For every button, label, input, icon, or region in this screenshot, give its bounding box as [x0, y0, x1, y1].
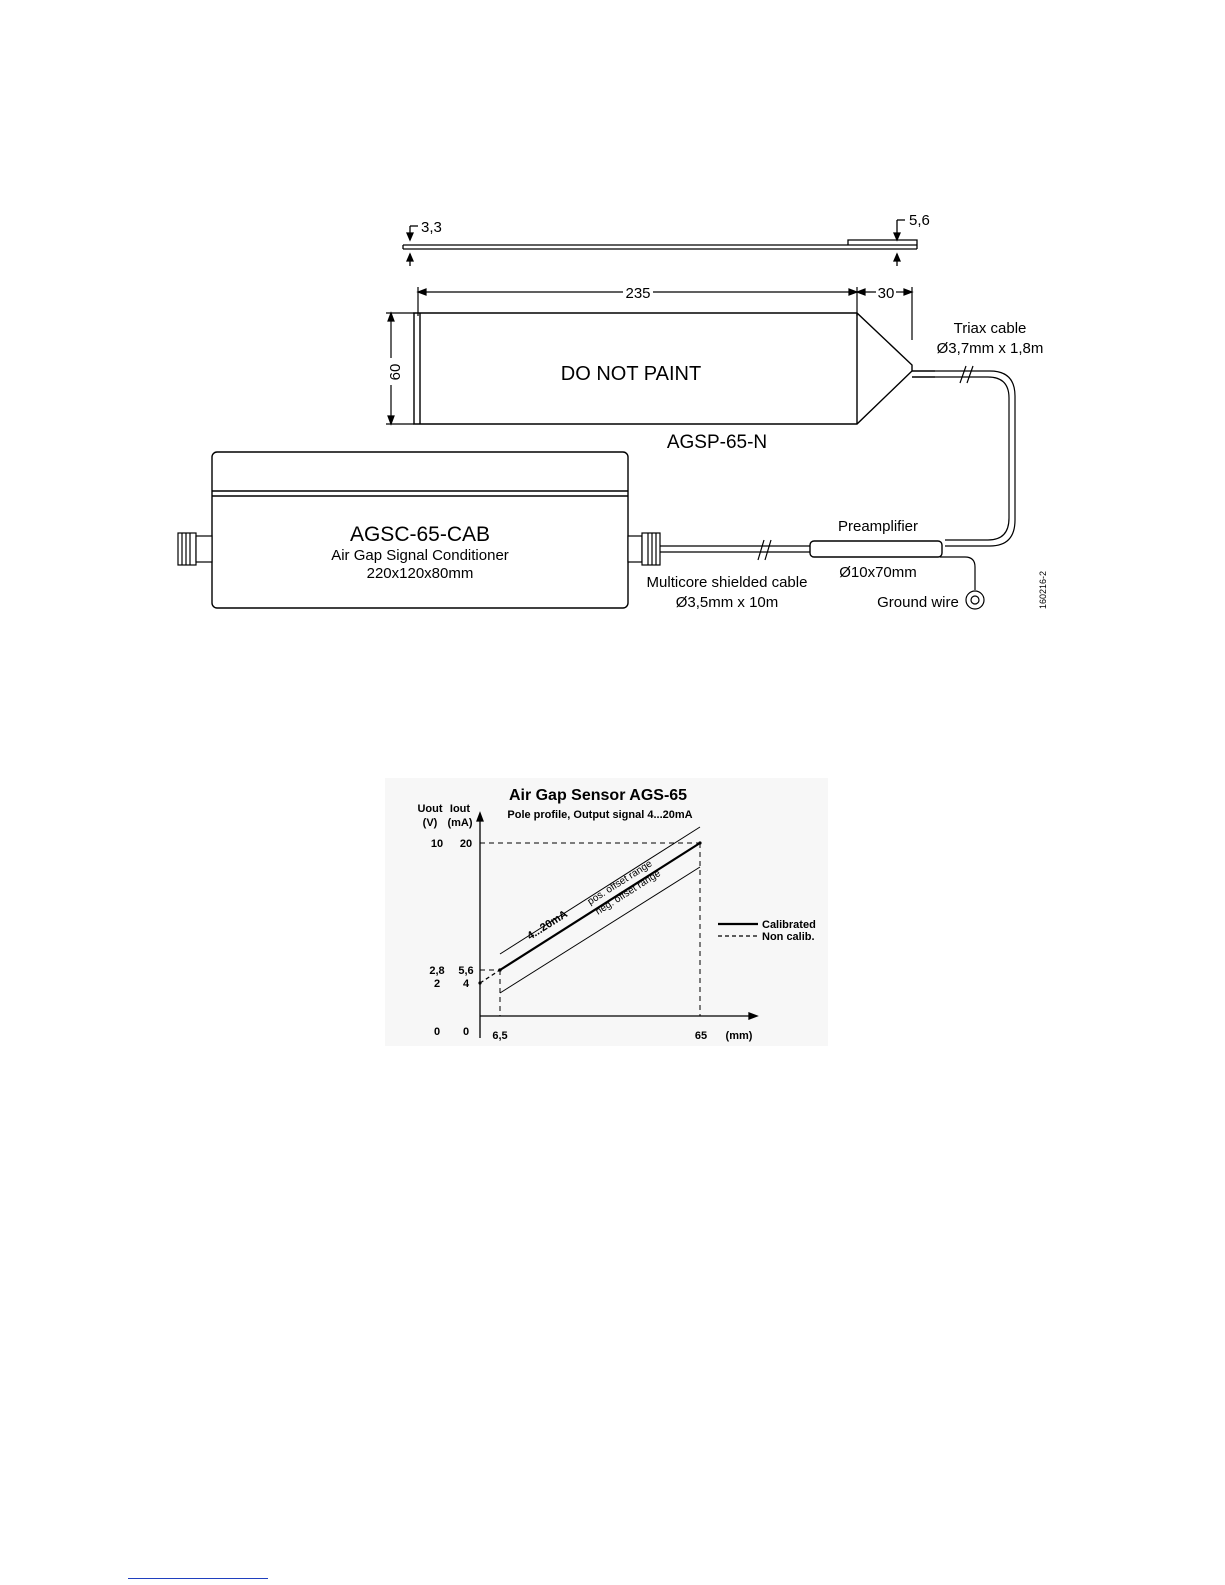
preamplifier [809, 540, 943, 558]
dim-length: 235 [625, 285, 650, 302]
triax-cable [935, 365, 1016, 547]
right-cable-gland [627, 532, 661, 566]
chart-subtitle: Pole profile, Output signal 4...20mA [507, 809, 692, 821]
calibrated-line [499, 842, 701, 971]
dim-thickness-right: 5,6 [909, 212, 930, 229]
legend-non-calib: Non calib. [762, 931, 815, 943]
non-calibrated-line [479, 969, 501, 984]
chart-container: Air Gap Sensor AGS-65 Pole profile, Outp… [385, 778, 828, 1046]
calibrated-point [698, 841, 702, 845]
x-axis [480, 1012, 759, 1020]
y-tick-v-label: 2,8 [429, 965, 444, 977]
drawing-id: 160216-2 [1038, 571, 1048, 609]
pos-offset-line [499, 826, 701, 955]
length-dimension-lines [386, 287, 914, 426]
legend-calibrated: Calibrated [762, 919, 816, 931]
conditioner-model: AGSC-65-CAB [350, 523, 490, 546]
y-axis-v-unit: (V) [423, 817, 438, 829]
chart-background [385, 778, 828, 1046]
footer-rule [128, 1578, 268, 1579]
left-cable-gland [177, 532, 213, 566]
plate-model: AGSP-65-N [667, 432, 767, 453]
y-tick-i-label: 0 [463, 1026, 469, 1038]
non-calibrated-point [498, 968, 502, 972]
non-calibrated-point [478, 981, 482, 985]
y-tick-i-label: 4 [463, 978, 470, 990]
triax-label: Triax cable [954, 320, 1027, 337]
triax-spec: Ø3,7mm x 1,8m [937, 340, 1044, 357]
multicore-label: Multicore shielded cable [647, 574, 808, 591]
dim-thickness-left: 3,3 [421, 219, 442, 236]
multicore-cable [660, 539, 810, 561]
y-axis-i-title: Iout [450, 803, 470, 815]
x-tick-label: 65 [695, 1030, 707, 1042]
conditioner-size: 220x120x80mm [367, 565, 474, 582]
chart-legend: Calibrated Non calib. [718, 919, 816, 943]
chart-series [478, 841, 702, 985]
ground-wire [940, 556, 985, 610]
x-tick-label: 6,5 [492, 1030, 507, 1042]
y-axis [476, 811, 484, 1038]
sensor-plate [413, 312, 935, 425]
dim-tip: 30 [878, 285, 895, 302]
y-tick-i-label: 20 [460, 838, 472, 850]
chart-title: Air Gap Sensor AGS-65 [509, 787, 687, 804]
y-tick-v-label: 0 [434, 1026, 440, 1038]
y-tick-v-label: 2 [434, 978, 440, 990]
conditioner-desc: Air Gap Signal Conditioner [331, 547, 509, 564]
multicore-spec: Ø3,5mm x 10m [676, 594, 779, 611]
plate-text: DO NOT PAINT [561, 363, 701, 385]
x-axis-unit: (mm) [726, 1030, 753, 1042]
neg-offset-line [499, 866, 701, 994]
ground-label: Ground wire [877, 594, 959, 611]
y-tick-v-label: 10 [431, 838, 443, 850]
signal-conditioner-box [211, 451, 629, 609]
preamp-label: Preamplifier [838, 518, 918, 535]
y-axis-v-title: Uout [417, 803, 442, 815]
y-axis-i-unit: (mA) [447, 817, 472, 829]
dim-height: 60 [387, 364, 404, 381]
y-tick-i-label: 5,6 [458, 965, 473, 977]
chart-offset-bands [499, 826, 701, 994]
preamp-spec: Ø10x70mm [839, 564, 917, 581]
sensor-plate-side-view [402, 219, 918, 266]
